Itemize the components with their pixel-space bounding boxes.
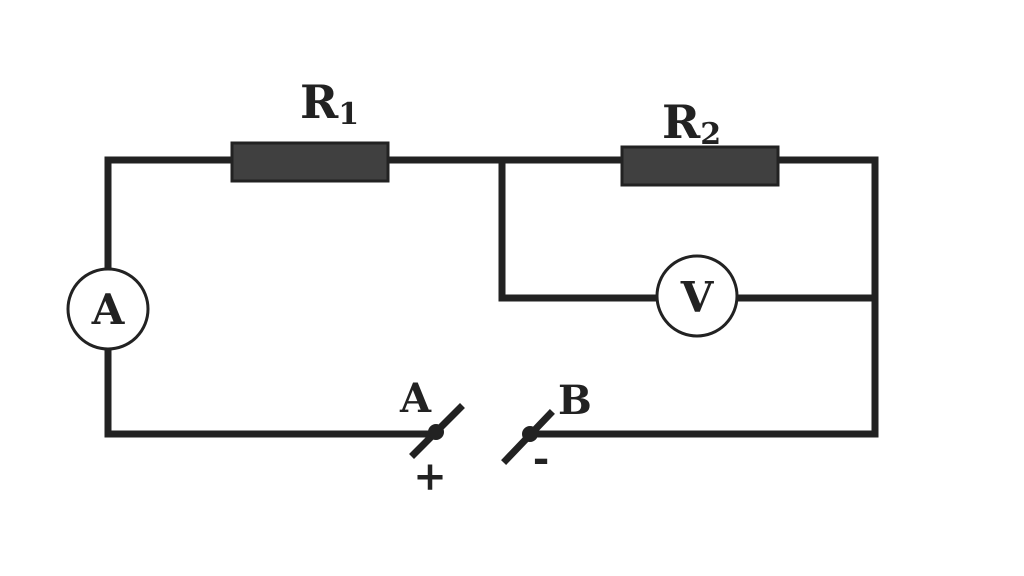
terminal-a-label: A — [399, 375, 432, 422]
terminal-a-dot — [428, 424, 444, 440]
voltmeter-symbol: V — [680, 273, 715, 322]
resistor-r2 — [620, 145, 780, 187]
ammeter-symbol: A — [91, 285, 126, 334]
voltmeter-icon — [655, 254, 739, 338]
terminal-b-label: B — [558, 377, 592, 424]
ammeter-icon — [66, 267, 150, 351]
terminal-b-dot — [522, 426, 538, 442]
resistor-r2-label: R2 — [662, 95, 721, 152]
terminal-a-polarity: + — [413, 453, 447, 500]
resistor-r1 — [230, 141, 390, 183]
terminal-b-polarity: - — [533, 435, 550, 482]
resistor-r1-label: R1 — [300, 75, 359, 132]
